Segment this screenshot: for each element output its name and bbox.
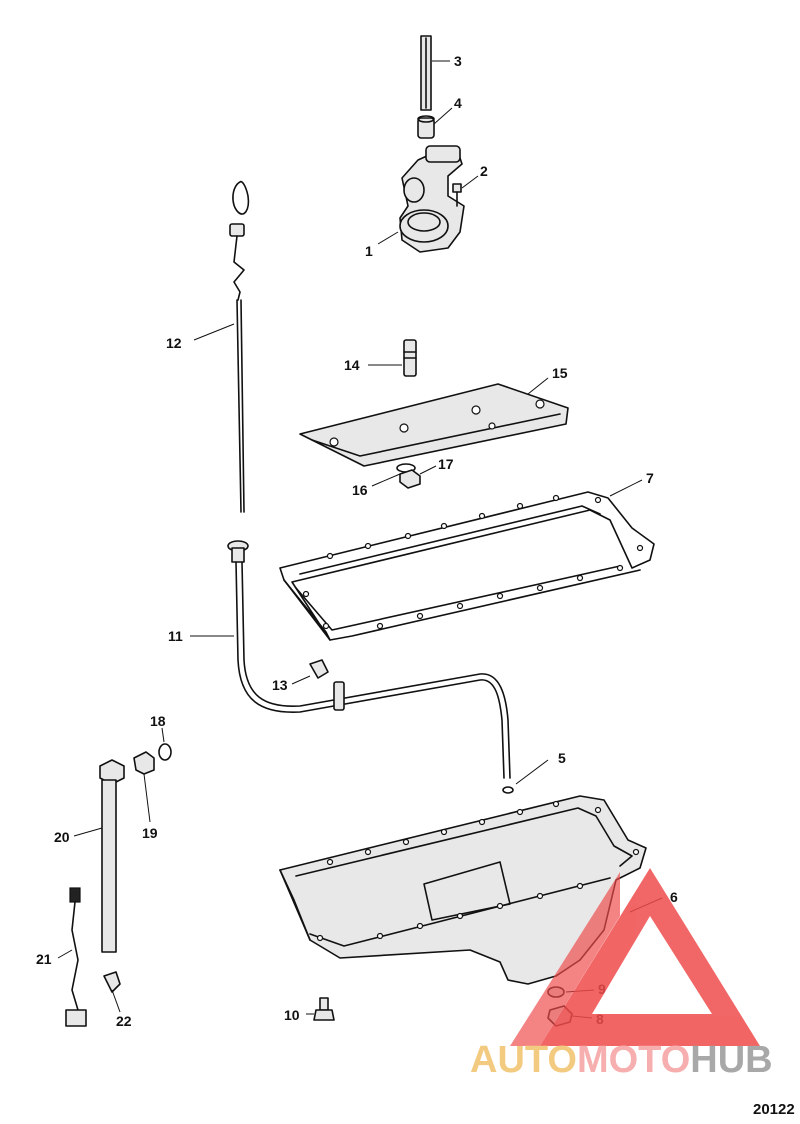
callout-20: 20: [54, 829, 70, 845]
figure-code: 20122: [753, 1101, 795, 1118]
sender-wire: [65, 887, 87, 1027]
callout-17: 17: [438, 456, 454, 472]
dipstick-tube: [227, 540, 511, 779]
callout-5: 5: [558, 750, 566, 766]
callout-6: 6: [670, 889, 678, 905]
callout-14: 14: [344, 357, 360, 373]
callout-22: 22: [116, 1013, 132, 1029]
windage-tray: [299, 383, 569, 467]
oil-pan-gasket: [279, 491, 655, 641]
callout-21: 21: [36, 951, 52, 967]
watermark-text: AUTOMOTOHUB: [470, 1039, 773, 1081]
drain-hose: [99, 759, 125, 953]
dipstick: [229, 180, 250, 513]
pump-drive-shaft: [420, 35, 432, 111]
oil-pump: [399, 145, 465, 253]
watermark-hub: HUB: [690, 1039, 772, 1081]
callout-15: 15: [552, 365, 568, 381]
fitting-washer: [158, 743, 172, 761]
callout-13: 13: [272, 677, 288, 693]
watermark-triangle: [540, 868, 760, 1046]
watermark-auto: AUTO: [470, 1039, 577, 1081]
callout-1: 1: [365, 243, 373, 259]
watermark-logo: AUTOMOTOHUB: [470, 868, 773, 1081]
callout-18: 18: [150, 713, 166, 729]
washer-and-nut: [396, 463, 421, 489]
fitting: [133, 751, 155, 775]
oil-pan: [279, 795, 647, 985]
pump-bolt: [452, 183, 462, 207]
stud: [403, 339, 417, 377]
clip: [103, 971, 121, 993]
pan-bolt: [313, 997, 335, 1021]
tube-bolt: [309, 659, 329, 679]
callout-7: 7: [646, 470, 654, 486]
callout-4: 4: [454, 95, 462, 111]
callout-11: 11: [168, 628, 183, 644]
watermark-moto: MOTO: [577, 1039, 690, 1081]
callout-3: 3: [454, 53, 462, 69]
callout-16: 16: [352, 482, 368, 498]
callout-19: 19: [142, 825, 158, 841]
watermark-triangle-inner: [510, 872, 620, 1046]
callout-2: 2: [480, 163, 488, 179]
callout-12: 12: [166, 335, 182, 351]
o-ring: [502, 786, 514, 794]
callout-10: 10: [284, 1007, 300, 1023]
shaft-sleeve: [417, 115, 435, 139]
